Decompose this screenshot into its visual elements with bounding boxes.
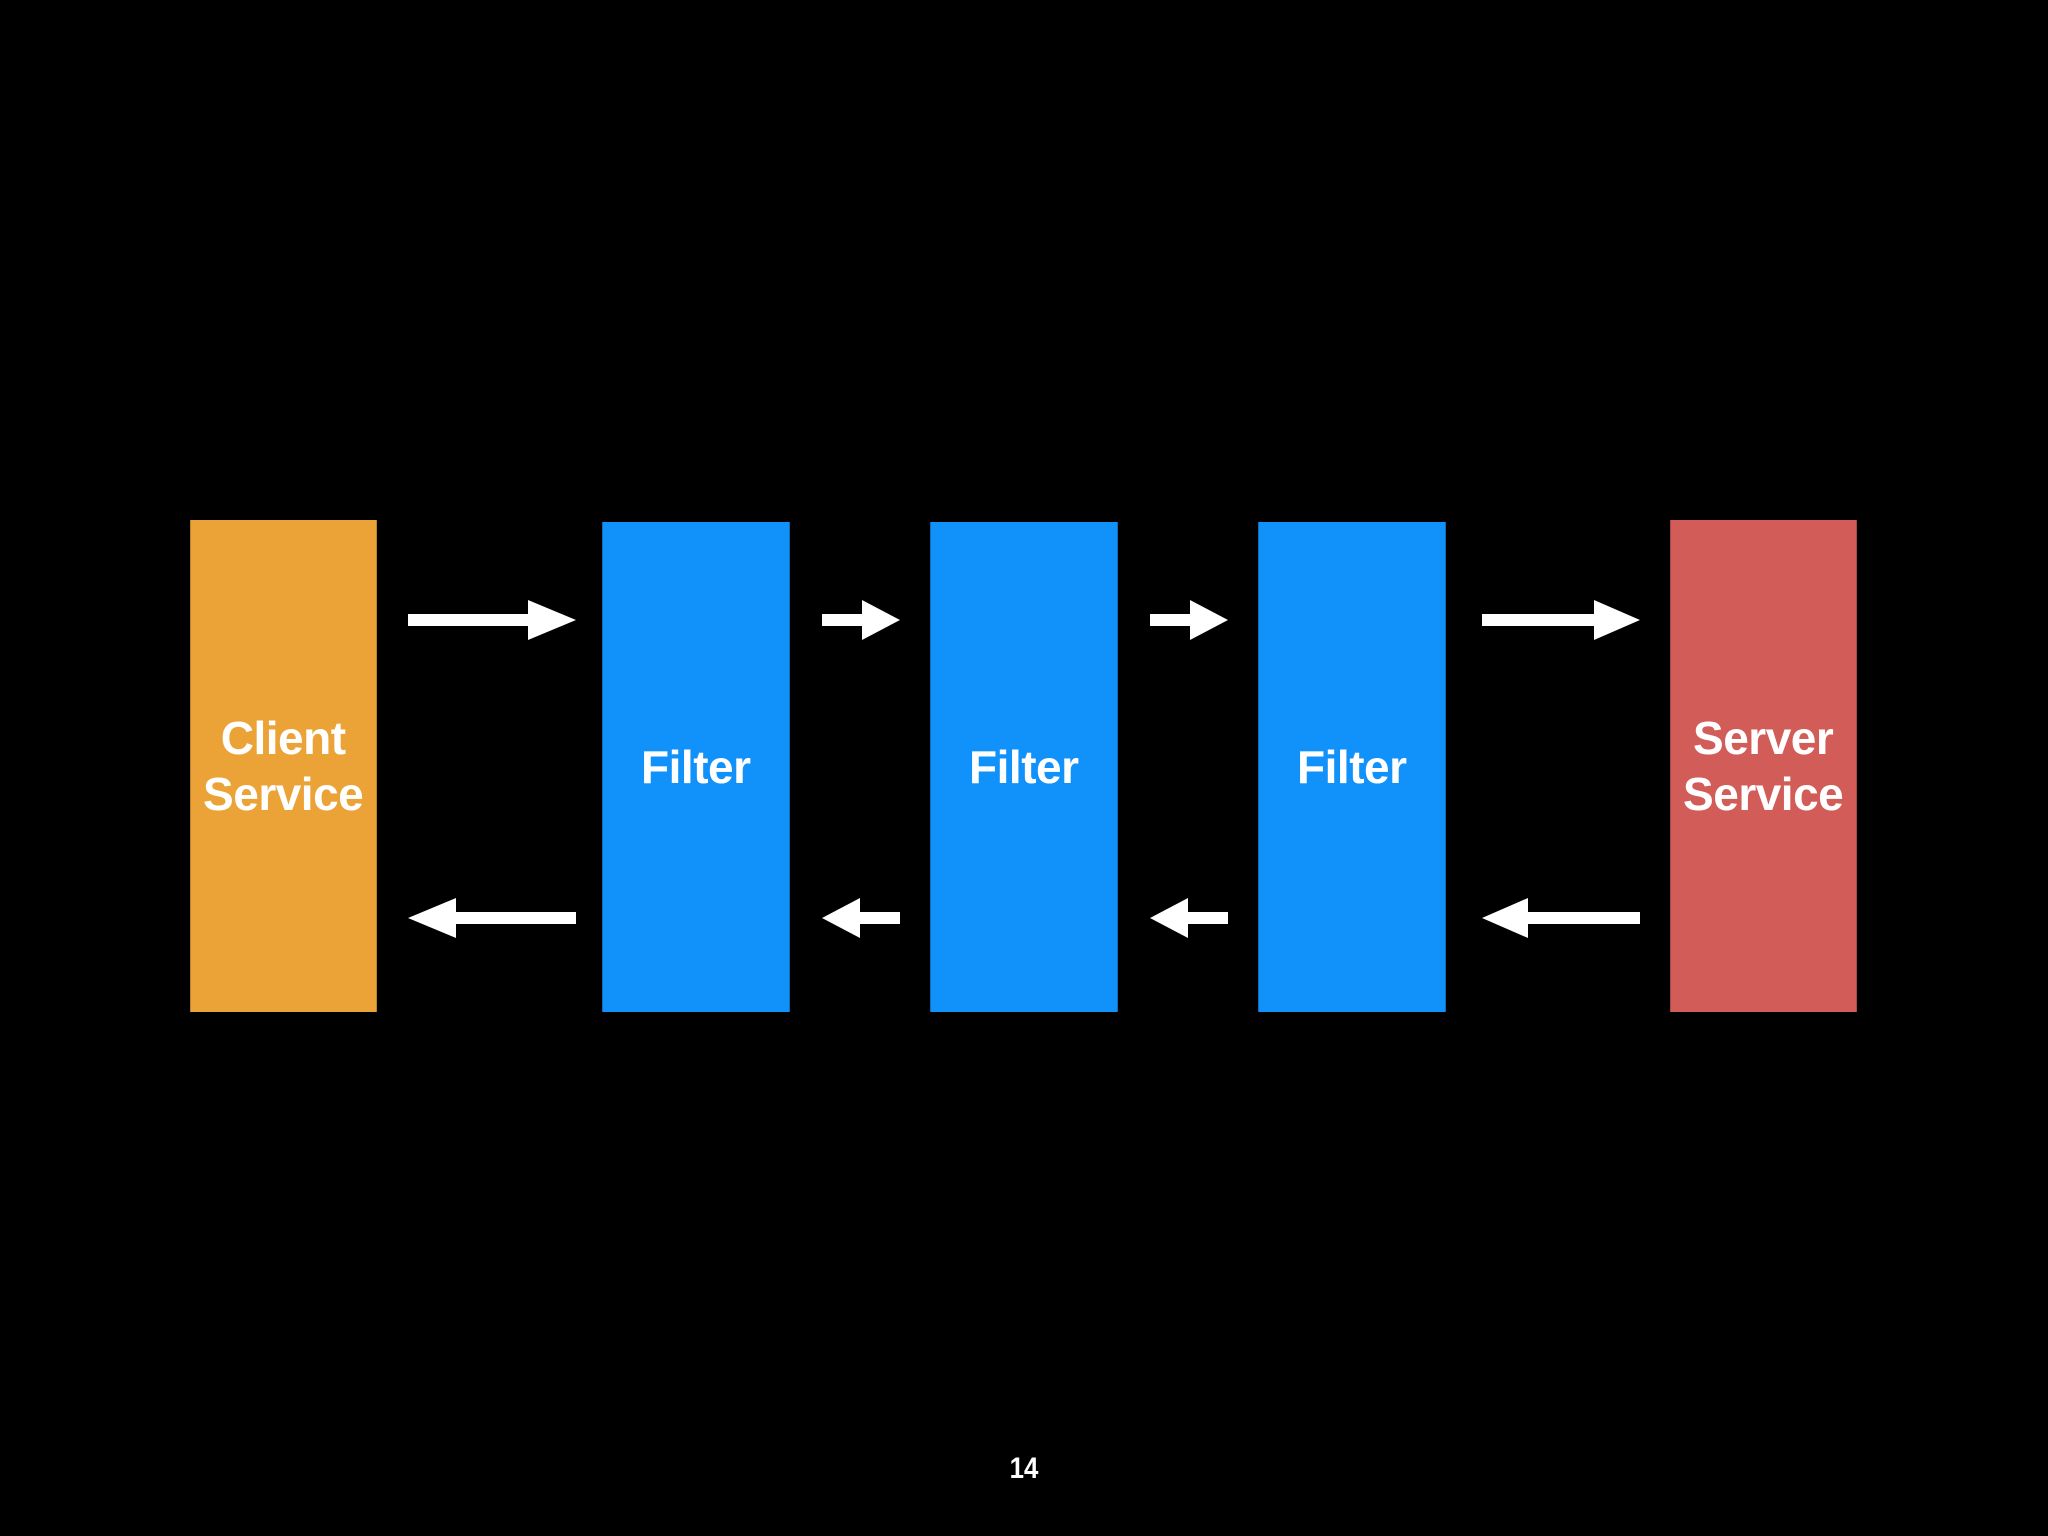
arrow-right-client-to-filter-1-icon [408,598,576,642]
node-server-service-label: Server Service [1683,711,1844,820]
arrow-left-filter-2-to-filter-1-icon [822,896,900,940]
page-number: 14 [1009,1452,1039,1485]
arrow-left-server-to-filter-3-icon [1482,896,1640,940]
arrow-left-filter-1-to-client-icon [408,896,576,940]
node-filter-1-label: Filter [641,740,751,793]
node-filter-2-label: Filter [969,740,1079,793]
node-client-service: Client Service [190,520,377,1012]
arrow-right-filter-1-to-filter-2-icon [822,598,900,642]
node-filter-3: Filter [1258,522,1446,1012]
arrow-right-filter-3-to-server-icon [1482,598,1640,642]
node-filter-3-label: Filter [1297,740,1407,793]
arrow-right-filter-2-to-filter-3-icon [1150,598,1228,642]
arrow-left-filter-3-to-filter-2-icon [1150,896,1228,940]
node-filter-2: Filter [930,522,1118,1012]
node-server-service: Server Service [1670,520,1857,1012]
node-filter-1: Filter [602,522,790,1012]
node-client-service-label: Client Service [203,711,364,820]
